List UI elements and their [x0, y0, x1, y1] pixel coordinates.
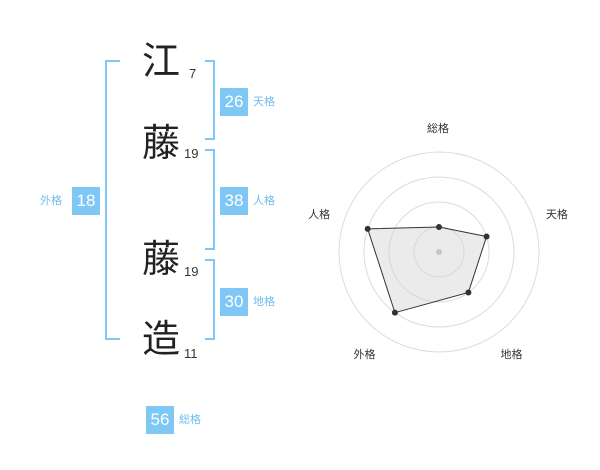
jinkaku-label: 人格: [253, 194, 275, 207]
radar-ring-3: [363, 176, 515, 328]
radar-axis-label-2: 地格: [500, 348, 523, 362]
gaikaku-value: 18: [72, 187, 100, 215]
radar-ring-2: [388, 201, 490, 303]
name-char-2: 藤: [142, 121, 181, 165]
gaikaku-label: 外格: [40, 194, 62, 207]
tenkaku-bracket: [205, 60, 215, 140]
stroke-count-1: 7: [189, 66, 197, 81]
stroke-count-4: 11: [184, 346, 198, 361]
radar-polygon: [366, 226, 488, 314]
chikaku-bracket: [205, 259, 215, 340]
radar-axis-label-1: 天格: [545, 208, 568, 222]
radar-axis-label-3: 外格: [353, 348, 376, 362]
jinkaku-value: 38: [220, 187, 248, 215]
radar-axis-label-4: 人格: [308, 208, 331, 222]
tenkaku-value: 26: [220, 88, 248, 116]
radar-point-2: [465, 289, 472, 296]
name-char-4: 造: [142, 317, 181, 361]
radar-ring-4: [338, 151, 540, 353]
radar-axis-label-0: 総格: [427, 122, 449, 135]
chikaku-value: 30: [220, 288, 248, 316]
radar-point-4: [364, 225, 371, 232]
jinkaku-bracket: [205, 149, 215, 250]
name-char-3: 藤: [142, 237, 181, 281]
radar-point-0: [436, 224, 442, 230]
soukaku-value: 56: [146, 406, 174, 434]
stroke-count-2: 19: [184, 146, 199, 161]
soukaku-label: 総格: [179, 413, 201, 426]
outer-bracket: [105, 60, 120, 340]
radar-point-3: [391, 309, 398, 316]
radar-center: [436, 249, 442, 255]
radar-point-1: [483, 233, 490, 240]
name-char-1: 江: [142, 39, 181, 83]
chikaku-label: 地格: [253, 295, 275, 308]
stroke-count-3: 19: [184, 264, 199, 279]
tenkaku-label: 天格: [253, 95, 275, 108]
